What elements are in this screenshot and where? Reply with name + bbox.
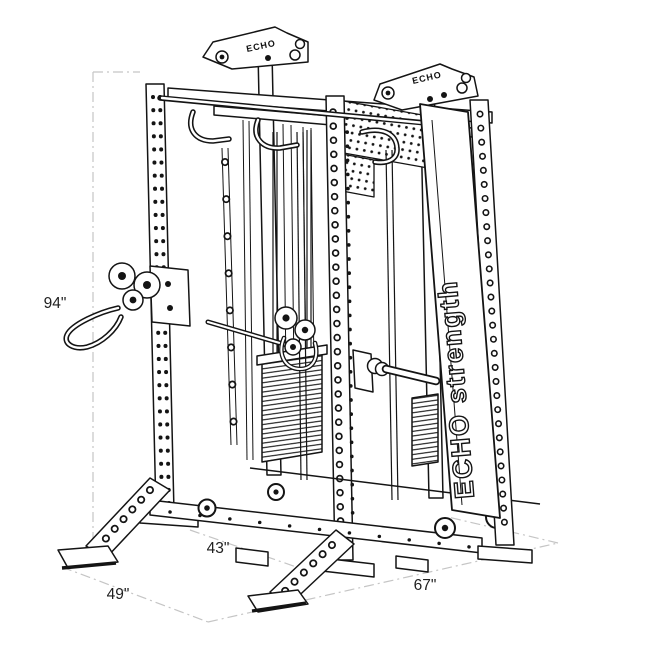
dimension-label-height: 94" (44, 295, 67, 312)
middle-outrigger-foot (247, 529, 355, 613)
front-width-dim-return (447, 516, 559, 544)
weight-stack-right (411, 393, 439, 467)
smith-bar-left (205, 319, 302, 356)
side-depth-dim-line (61, 566, 209, 623)
weight-stack-rods (272, 130, 312, 356)
machine-line-art (57, 26, 541, 613)
center-pulley-assembly (274, 306, 319, 372)
dimension-label-side-depth: 49" (107, 586, 130, 603)
dimension-label-front-width: 67" (414, 577, 437, 594)
left-pulley-assembly (63, 262, 191, 351)
pull-up-bar (157, 95, 461, 129)
left-outrigger-foot (57, 477, 171, 570)
smith-bar-right (352, 349, 441, 393)
branding-panel (419, 103, 501, 519)
weight-stack (256, 344, 328, 463)
multi-grip-handles (188, 109, 400, 166)
right-upright (469, 99, 533, 564)
top-plate-right (373, 63, 479, 111)
chain-strip (221, 147, 238, 446)
smith-guide-rods (296, 131, 399, 501)
top-plate-left (202, 26, 309, 70)
center-upright (321, 95, 375, 578)
dimension-label-inner-depth: 43" (207, 540, 230, 557)
